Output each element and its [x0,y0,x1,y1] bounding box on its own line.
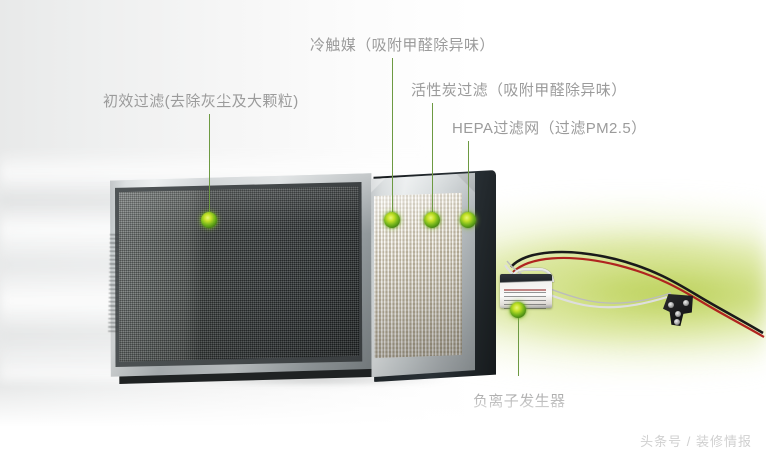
watermark: 头条号 / 装修情报 [640,434,752,449]
pre-filter-mesh-highlight [118,186,360,362]
annotation-label-hepa: HEPA过滤网（过滤PM2.5） [452,120,647,137]
ionizer-label-headline [504,289,546,291]
pre-filter-mesh [118,186,360,362]
marker-dot-anion-generator[interactable] [510,302,526,318]
connector-screw [675,311,681,317]
leader-line-hepa [468,141,470,215]
pre-filter-side-marking [108,233,120,333]
hepa-frame-sheen [371,172,475,378]
black-wire [510,250,764,335]
connector-screw [668,302,674,308]
wire-connector-block [663,294,693,326]
leader-line-pre-filter [209,114,211,214]
leader-line-activated-carbon [432,103,434,215]
annotation-label-cold-catalyst: 冷触媒（吸附甲醛除异味） [310,37,495,54]
marker-dot-cold-catalyst[interactable] [384,212,400,228]
marker-dot-hepa[interactable] [460,212,476,228]
hepa-filter-block [371,170,501,384]
annotation-label-pre-filter: 初效过滤(去除灰尘及大颗粒) [103,93,299,110]
connector-screw [683,300,689,306]
anion-generator-module [500,268,556,310]
annotation-label-activated-carbon: 活性炭过滤（吸附甲醛除异味） [411,82,627,99]
leader-line-anion-generator [518,316,520,376]
marker-dot-activated-carbon[interactable] [424,212,440,228]
marker-dot-pre-filter[interactable] [201,212,217,228]
ionizer-body [500,274,552,309]
red-wire [512,256,765,338]
connector-screw [674,319,680,325]
leader-line-cold-catalyst [392,58,394,215]
background-floor-fade [0,387,766,459]
pre-filter-panel [106,172,381,384]
